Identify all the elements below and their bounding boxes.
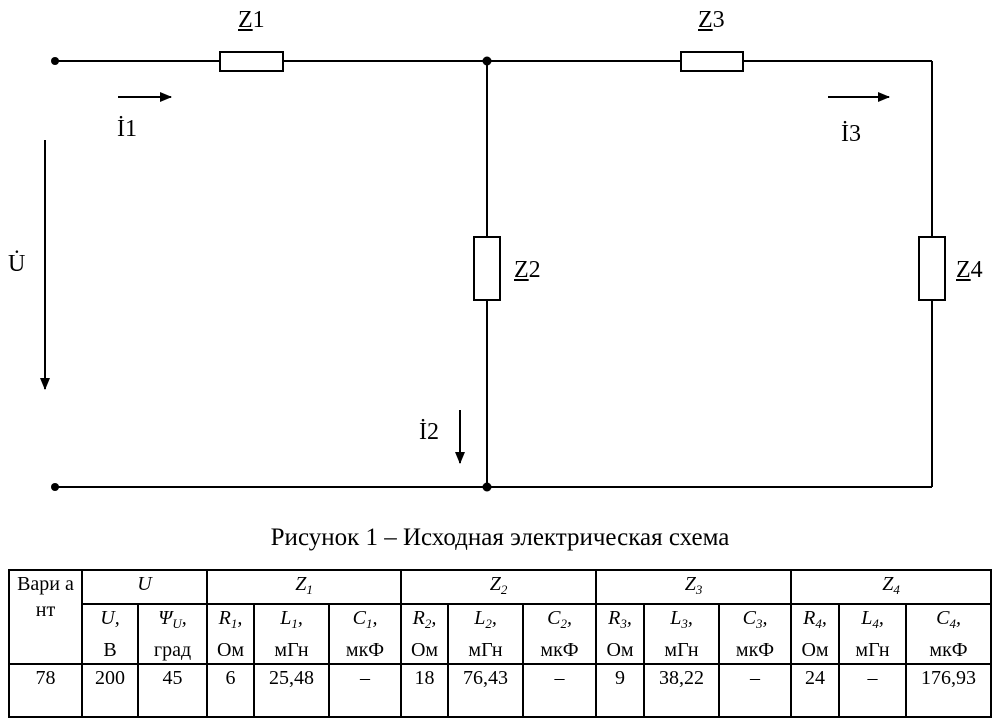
data-cell: –	[838, 663, 908, 718]
i3-label: İ3	[841, 121, 861, 147]
sub-header-cell: C1,мкФ	[328, 603, 403, 665]
z1-resistor	[219, 51, 284, 72]
param-subscript: U	[172, 616, 182, 631]
param-subscript: 4	[949, 616, 956, 631]
param-unit: мкФ	[540, 639, 579, 661]
data-cell: 24	[790, 663, 841, 718]
z4-group-header: Z4	[790, 569, 993, 605]
variant-header: Вари ант	[8, 569, 83, 665]
param-subscript: 2	[560, 616, 567, 631]
param-symbol: L	[280, 607, 292, 629]
z3-group-header: Z3	[595, 569, 793, 605]
sub-header-cell: R4,Ом	[790, 603, 841, 665]
param-subscript: 3	[620, 616, 627, 631]
param-unit: мГн	[855, 639, 890, 661]
param-unit: мГн	[468, 639, 503, 661]
param-unit: мкФ	[345, 639, 385, 661]
param-unit: В	[103, 639, 117, 661]
param-subscript: 4	[872, 616, 879, 631]
param-symbol: L	[861, 607, 873, 629]
sub-header-cell: C2,мкФ	[522, 603, 598, 665]
param-unit: Ом	[801, 639, 829, 661]
u-group-header: U	[80, 569, 209, 605]
node-bottom	[482, 482, 492, 492]
i1-label: İ1	[117, 116, 137, 142]
param-unit: Ом	[410, 639, 439, 661]
param-subscript: 4	[815, 616, 822, 631]
data-cell: 6	[206, 663, 256, 718]
data-cell: –	[328, 663, 403, 718]
param-unit: град	[153, 639, 192, 661]
param-subscript: 1	[365, 616, 373, 631]
u-label: U̇	[8, 251, 26, 277]
param-symbol: U	[100, 607, 115, 629]
data-cell: 38,22	[643, 663, 721, 718]
z1-group-header: Z1	[206, 569, 403, 605]
node-top	[482, 56, 492, 66]
z3-resistor	[680, 51, 744, 72]
param-symbol: Ψ	[158, 607, 173, 629]
data-cell: 76,43	[447, 663, 525, 718]
circuit-diagram	[40, 51, 946, 492]
sub-header-cell: U,В	[81, 603, 139, 665]
data-cell: –	[522, 663, 598, 718]
data-cell: 78	[8, 663, 83, 718]
data-cell: 45	[136, 663, 209, 718]
param-unit: Ом	[216, 639, 245, 661]
param-subscript: 2	[485, 616, 492, 631]
param-symbol: R	[608, 607, 621, 629]
sub-header-cell: L1,мГн	[253, 603, 331, 665]
data-cell: 18	[400, 663, 450, 718]
param-symbol: L	[670, 607, 682, 629]
terminal-bottom	[51, 483, 59, 491]
z3-label: Z3	[698, 7, 725, 33]
z4-resistor	[918, 236, 946, 301]
figure-caption: Рисунок 1 – Исходная электрическая схема	[270, 524, 730, 551]
i2-label: İ2	[419, 419, 439, 445]
param-unit: Ом	[606, 639, 634, 661]
data-cell: 25,48	[253, 663, 331, 718]
data-cell: 200	[81, 663, 139, 718]
sub-header-cell: L2,мГн	[447, 603, 525, 665]
z2-resistor	[473, 236, 501, 301]
z2-label: Z2	[514, 257, 541, 283]
param-symbol: C	[936, 607, 950, 629]
param-symbol: R	[803, 607, 816, 629]
param-subscript: 1	[291, 616, 298, 631]
param-subscript: 3	[681, 616, 688, 631]
sub-header-cell: ΨU,град	[136, 603, 209, 665]
param-unit: мкФ	[929, 639, 968, 661]
terminal-top	[51, 57, 59, 65]
data-cell: –	[718, 663, 793, 718]
param-symbol: L	[474, 607, 486, 629]
param-symbol: C	[352, 607, 366, 629]
param-symbol: R	[218, 607, 231, 629]
sub-header-cell: C4,мкФ	[905, 603, 993, 665]
data-cell: 176,93	[905, 663, 993, 718]
group-header-row: Вари ант U Z1 Z2 Z3 Z4	[8, 569, 993, 665]
param-subscript: 2	[424, 616, 432, 631]
param-unit: мГн	[274, 639, 309, 661]
data-cell: 9	[595, 663, 646, 718]
sub-header-cell: L3,мГн	[643, 603, 721, 665]
param-symbol: C	[742, 607, 756, 629]
sub-header-cell: C3,мкФ	[718, 603, 793, 665]
sub-header-cell: R1,Ом	[206, 603, 256, 665]
sub-header-cell: L4,мГн	[838, 603, 908, 665]
param-unit: мГн	[664, 639, 699, 661]
param-symbol: C	[547, 607, 561, 629]
sub-header-cell: R2,Ом	[400, 603, 450, 665]
param-subscript: 3	[755, 616, 763, 631]
param-subscript: 1	[230, 616, 238, 631]
z2-group-header: Z2	[400, 569, 598, 605]
sub-header-cell: R3,Ом	[595, 603, 646, 665]
z1-label: Z1	[238, 7, 265, 33]
param-unit: мкФ	[735, 639, 775, 661]
param-symbol: R	[412, 607, 425, 629]
z4-label: Z4	[956, 257, 983, 283]
